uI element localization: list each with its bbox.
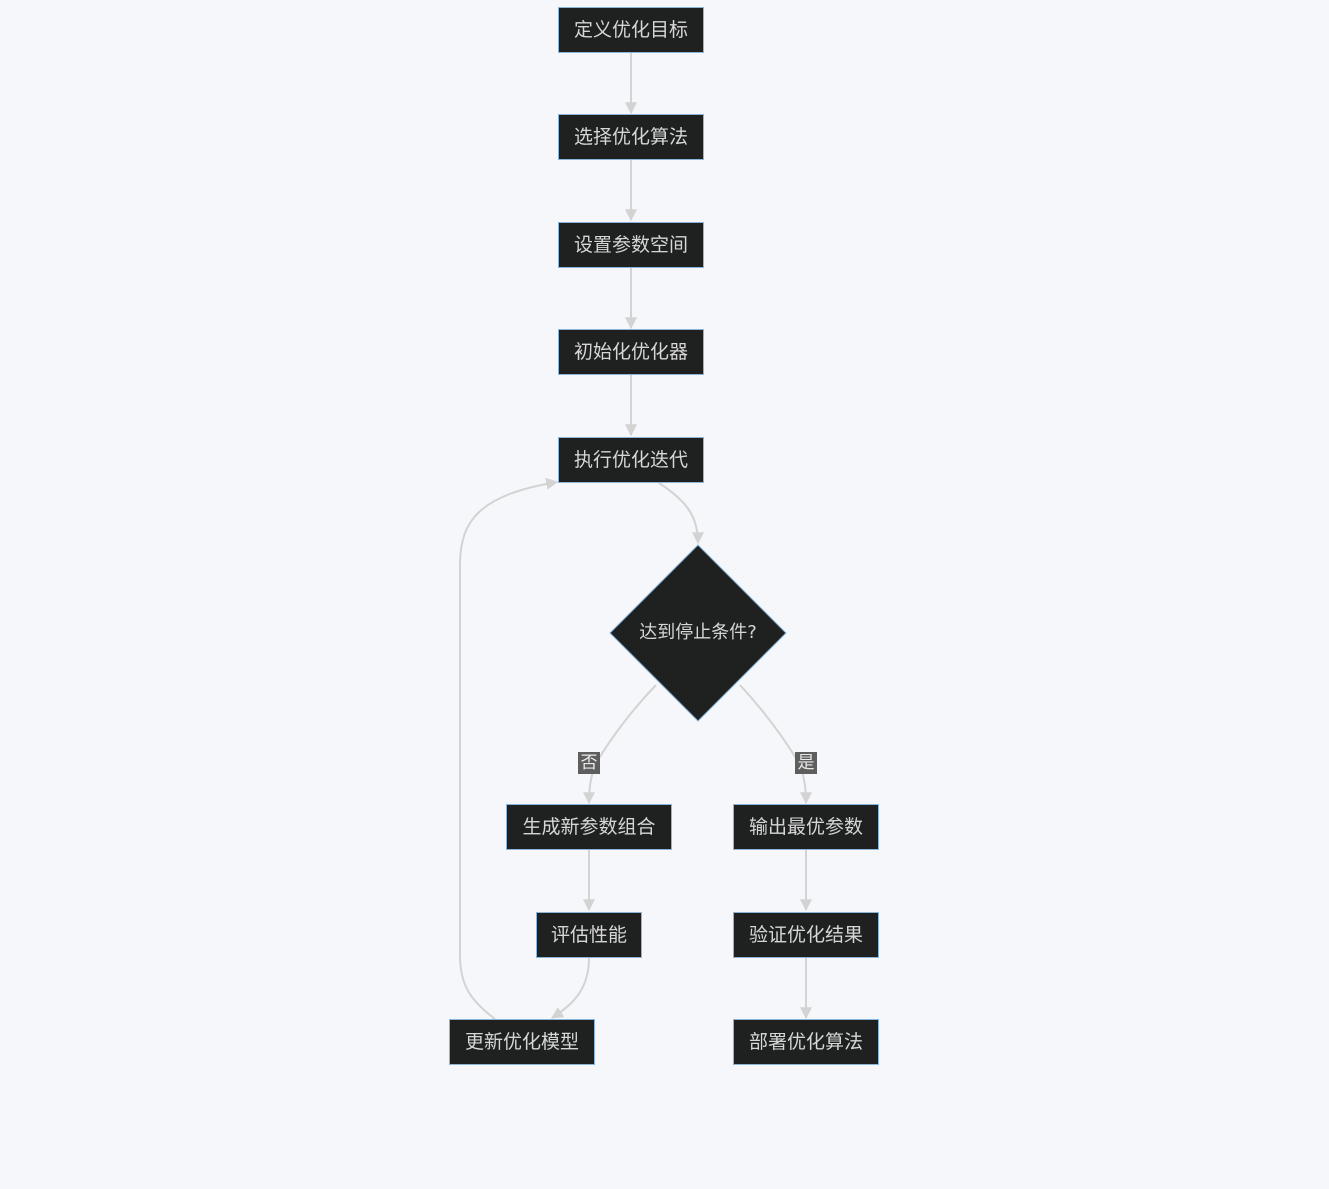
node-set-param-space: 设置参数空间 [558,222,704,268]
node-validate-result: 验证优化结果 [733,912,879,958]
node-gen-new-params: 生成新参数组合 [506,804,672,850]
edge-update-loop-to-run [459,477,559,1020]
node-run-iteration: 执行优化迭代 [558,437,704,483]
decision-diamond [609,544,787,722]
decision-label: 达到停止条件? [639,622,757,643]
node-output-best: 输出最优参数 [733,804,879,850]
node-init-optimizer: 初始化优化器 [558,329,704,375]
edge-label-no: 否 [578,752,600,774]
node-deploy-algorithm: 部署优化算法 [733,1019,879,1065]
node-select-algorithm: 选择优化算法 [558,114,704,160]
edge-decision-no [583,684,657,805]
edge-label-yes: 是 [795,752,817,774]
node-define-goal: 定义优化目标 [558,7,704,53]
edge-run-to-decision [658,482,704,545]
node-evaluate-perf: 评估性能 [536,912,642,958]
edge-decision-yes [739,684,812,805]
edge-eval-to-update [550,957,590,1019]
node-update-model: 更新优化模型 [449,1019,595,1065]
